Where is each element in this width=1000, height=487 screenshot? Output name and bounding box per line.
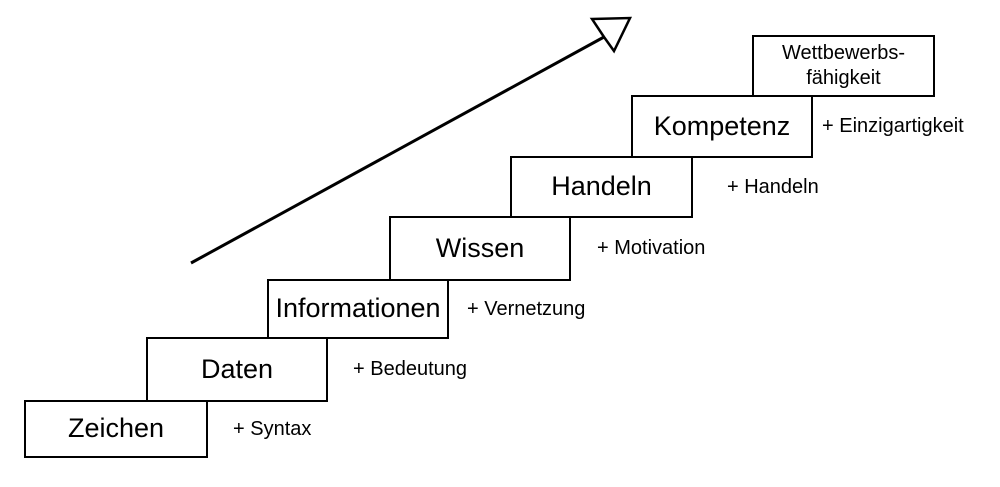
step-box-kompetenz: Kompetenz: [631, 95, 813, 158]
step-box-informationen: Informationen: [267, 279, 449, 339]
step-box-wettbewerbsfaehigkeit: Wettbewerbs- fähigkeit: [752, 35, 935, 97]
step-label-wissen: Wissen: [435, 232, 525, 263]
step-box-daten: Daten: [146, 337, 328, 402]
annotation-vernetzung: + Vernetzung: [467, 297, 586, 320]
step-label-daten: Daten: [200, 353, 274, 384]
step-label-handeln: Handeln: [551, 171, 652, 202]
step-box-zeichen: Zeichen: [24, 400, 208, 458]
step-label-wettbewerbsfaehigkeit: Wettbewerbs- fähigkeit: [781, 42, 905, 89]
step-box-handeln: Handeln: [510, 156, 693, 218]
annotation-handeln: + Handeln: [727, 175, 819, 198]
annotation-bedeutung: + Bedeutung: [353, 358, 467, 380]
step-box-wissen: Wissen: [389, 216, 571, 281]
step-label-zeichen: Zeichen: [67, 413, 165, 444]
step-label-kompetenz: Kompetenz: [653, 110, 791, 141]
step-label-informationen: Informationen: [275, 293, 441, 324]
annotation-motivation: + Motivation: [597, 237, 706, 259]
annotation-einzigartigkeit: + Einzigartigkeit: [822, 115, 964, 137]
annotation-syntax: + Syntax: [233, 417, 312, 440]
